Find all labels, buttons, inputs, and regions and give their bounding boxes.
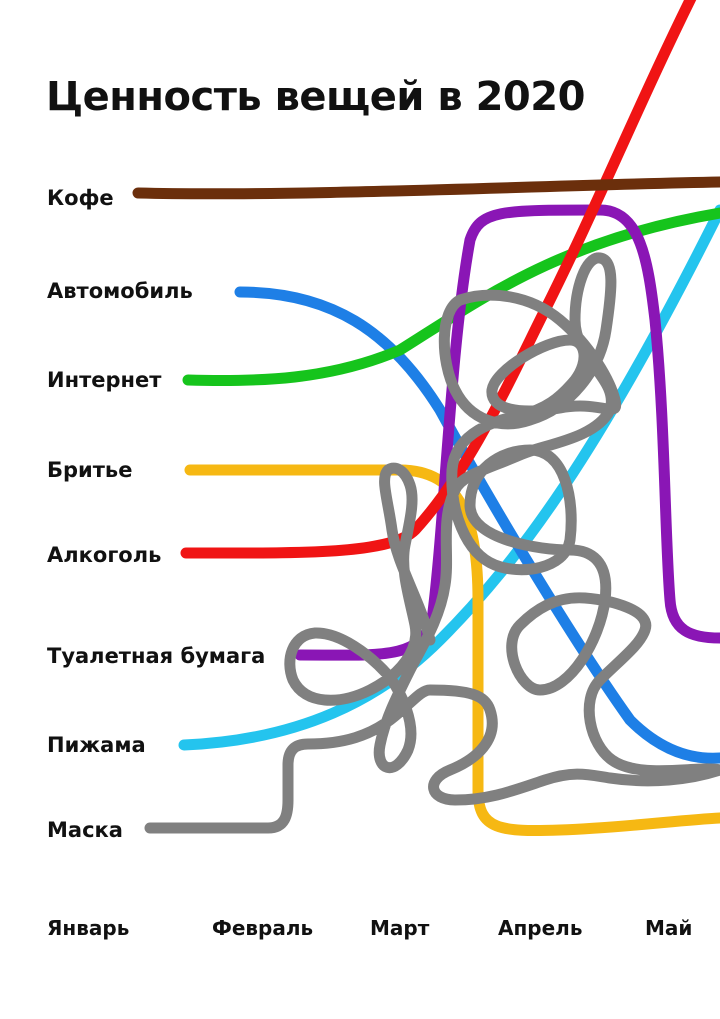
label-shaving: Бритье: [47, 458, 132, 482]
chart-title: Ценность вещей в 2020: [46, 74, 585, 120]
x-tick-label-march: Март: [370, 916, 430, 940]
line-internet: [182, 207, 720, 387]
x-tick-label-april: Апрель: [498, 916, 582, 940]
x-tick-label-january: Январь: [47, 916, 129, 940]
x-tick-label-may: Май: [645, 916, 692, 940]
line-mask: [144, 252, 720, 834]
line-bathrobe: [178, 204, 720, 751]
label-mask: Маска: [47, 818, 123, 842]
line-toilet-paper: [294, 204, 720, 661]
line-alcohol: [180, 0, 697, 559]
label-internet: Интернет: [47, 368, 162, 392]
series-labels: Кофе Автомобиль Интернет Бритье Алкоголь…: [47, 186, 265, 842]
label-alcohol: Алкоголь: [47, 543, 161, 567]
label-bathrobe: Пижама: [47, 733, 146, 757]
line-coffee: [132, 176, 720, 200]
x-tick-label-february: Февраль: [212, 916, 313, 940]
series-lines: [132, 0, 720, 837]
label-coffee: Кофе: [47, 186, 114, 210]
label-car: Автомобиль: [47, 279, 193, 303]
x-axis-labels: Январь Февраль Март Апрель Май: [47, 916, 692, 940]
label-toilet-paper: Туалетная бумага: [47, 644, 265, 668]
line-shaving: [184, 464, 720, 837]
